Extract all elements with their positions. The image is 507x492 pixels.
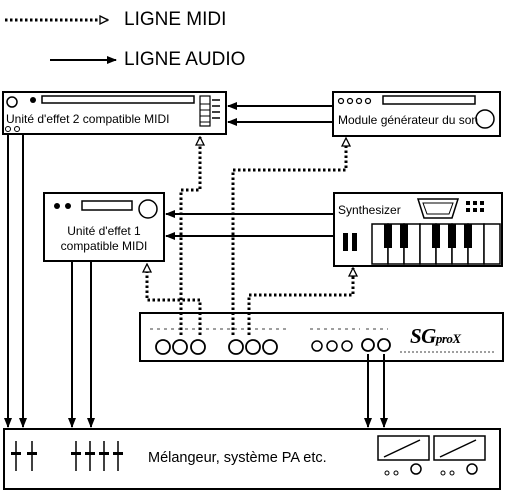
sound-module-label: Module générateur du son	[338, 113, 479, 127]
black-key	[448, 224, 456, 248]
control-knob	[326, 340, 338, 352]
audio-out-jack	[361, 338, 375, 352]
effect-unit-1-label-line2: compatible MIDI	[60, 239, 148, 253]
midi-jack	[155, 339, 171, 355]
fader-knob	[71, 452, 81, 455]
midi-connections	[147, 137, 353, 335]
synthesizer-label: Synthesizer	[338, 203, 401, 217]
vu-meter-right	[433, 435, 486, 476]
fader-knob	[113, 452, 123, 455]
sg-prox-device	[139, 312, 504, 362]
audio-out-jack	[377, 338, 391, 352]
midi-jack	[190, 339, 206, 355]
midi-jack	[245, 339, 261, 355]
black-key	[384, 224, 392, 248]
effect-unit-1-label-line1: Unité d'effet 1	[67, 224, 141, 238]
midi-jack	[262, 339, 278, 355]
legend-audio-label: LIGNE AUDIO	[124, 49, 246, 70]
white-key	[483, 223, 501, 265]
audio-connections	[4, 102, 388, 428]
mixer-device	[3, 428, 501, 490]
sg-logo-text: SG	[410, 324, 436, 348]
mixer-label: Mélangeur, système PA etc.	[148, 450, 327, 466]
sound-module-device	[332, 91, 501, 137]
midi-jack	[172, 339, 188, 355]
control-knob	[311, 340, 323, 352]
effect-unit-2-label: Unité d'effet 2 compatible MIDI	[6, 112, 170, 126]
synthesizer-device	[333, 192, 503, 267]
black-key	[400, 224, 408, 248]
sg-logo-suffix: proX	[435, 331, 461, 346]
black-key	[464, 224, 472, 248]
fader-knob	[99, 452, 109, 455]
fader-knob	[11, 452, 21, 455]
midi-jack	[228, 339, 244, 355]
vu-meter-left	[377, 435, 430, 476]
fader-knob	[27, 452, 37, 455]
black-key	[432, 224, 440, 248]
effect-unit-2-device	[2, 91, 227, 135]
control-knob	[341, 340, 353, 352]
legend-midi-label: LIGNE MIDI	[124, 9, 227, 30]
fader-knob	[85, 452, 95, 455]
effect-unit-1-device	[43, 192, 165, 262]
sg-prox-logo: SGproX	[410, 326, 461, 347]
